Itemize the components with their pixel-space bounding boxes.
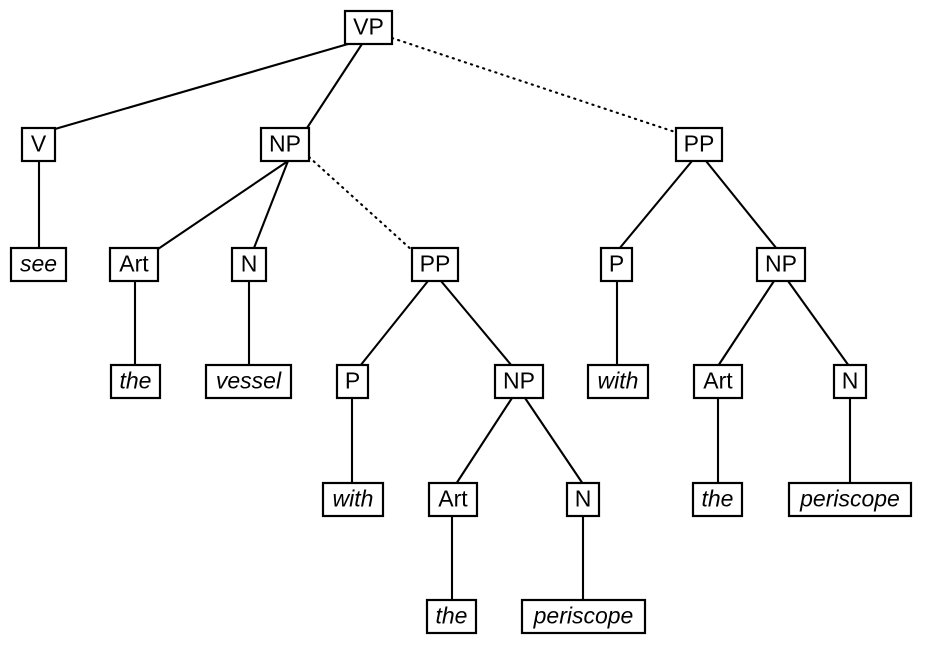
node-label-v: V (31, 131, 47, 157)
node-label-see: see (20, 251, 57, 277)
tree-node-pp_mid[interactable]: PP (410, 246, 460, 283)
tree-edge-np-right-art-right (717, 280, 775, 367)
node-box-the_m (425, 598, 478, 635)
tree-node-with_r[interactable]: with (586, 363, 650, 400)
tree-edge-np-right-n-right (787, 280, 850, 367)
node-label-vessel: vessel (216, 368, 282, 394)
tree-node-n_right[interactable]: N (832, 363, 868, 400)
tree-node-np1[interactable]: NP (259, 126, 311, 163)
node-box-np_mid (493, 363, 545, 400)
tree-node-peri_m[interactable]: periscope (520, 598, 647, 635)
node-label-n_right: N (842, 368, 859, 394)
node-box-p_right (599, 246, 634, 283)
tree-edge-vp-pp-right (390, 36, 680, 135)
node-label-the_m: the (436, 603, 468, 629)
tree-node-np_mid[interactable]: NP (493, 363, 545, 400)
tree-edge-np1-art1 (157, 160, 289, 250)
tree-edge-np1-n1 (253, 160, 289, 249)
tree-node-the_m[interactable]: the (425, 598, 478, 635)
node-label-with_r: with (598, 368, 639, 394)
node-box-art_right (692, 363, 744, 400)
node-box-the_r (691, 481, 744, 518)
node-label-vp: VP (353, 14, 384, 40)
tree-edge-np-mid-art-mid (455, 397, 513, 485)
node-label-np1: NP (269, 131, 301, 157)
node-box-art1 (108, 246, 160, 283)
node-box-vessel (204, 363, 293, 400)
node-box-peri_m (520, 598, 647, 635)
node-box-n_mid (565, 481, 601, 518)
tree-node-with_m[interactable]: with (321, 481, 385, 518)
tree-node-p_right[interactable]: P (599, 246, 634, 283)
node-box-with_m (321, 481, 385, 518)
tree-edge-pp-mid-np-mid (440, 280, 513, 367)
tree-node-the_r[interactable]: the (691, 481, 744, 518)
node-box-vp (343, 9, 394, 46)
node-box-np1 (259, 126, 311, 163)
tree-node-p_mid[interactable]: P (335, 363, 370, 400)
tree-node-n1[interactable]: N (230, 246, 268, 283)
node-box-see (9, 246, 68, 283)
edge-layer (37, 36, 852, 600)
node-label-art1: Art (119, 251, 149, 277)
node-label-art_mid: Art (438, 486, 468, 512)
tree-node-v[interactable]: V (20, 126, 57, 163)
node-box-pp_right (674, 126, 724, 163)
node-label-n_mid: N (575, 486, 592, 512)
node-label-pp_right: PP (684, 131, 715, 157)
node-box-np_right (755, 246, 807, 283)
node-box-n1 (230, 246, 268, 283)
tree-node-see[interactable]: see (9, 246, 68, 283)
tree-edge-pp-mid-p-mid (359, 280, 429, 367)
tree-node-peri_r[interactable]: periscope (787, 481, 913, 518)
node-label-with_m: with (333, 486, 374, 512)
tree-edge-np1-pp-mid (307, 155, 416, 254)
node-label-pp_mid: PP (420, 251, 451, 277)
node-label-n1: N (241, 251, 258, 277)
node-box-peri_r (787, 481, 913, 518)
tree-node-n_mid[interactable]: N (565, 481, 601, 518)
node-box-with_r (586, 363, 650, 400)
tree-node-np_right[interactable]: NP (755, 246, 807, 283)
tree-node-the1[interactable]: the (109, 363, 162, 400)
tree-edge-pp-right-p-right (618, 160, 693, 250)
node-label-np_right: NP (765, 251, 797, 277)
node-box-pp_mid (410, 246, 460, 283)
node-box-art_mid (427, 481, 479, 518)
tree-edge-vp-v (54, 42, 349, 131)
tree-node-art_mid[interactable]: Art (427, 481, 479, 518)
node-label-peri_m: periscope (533, 603, 634, 629)
tree-edge-vp-np1 (306, 43, 363, 129)
tree-node-vp[interactable]: VP (343, 9, 394, 46)
node-label-np_mid: NP (503, 368, 535, 394)
node-box-n_right (832, 363, 868, 400)
node-label-p_right: P (609, 251, 624, 277)
tree-edge-pp-right-np-right (705, 160, 778, 250)
node-box-p_mid (335, 363, 370, 400)
tree-edge-np-mid-n-mid (524, 397, 584, 485)
tree-node-art_right[interactable]: Art (692, 363, 744, 400)
node-label-art_right: Art (703, 368, 733, 394)
node-label-p_mid: P (345, 368, 360, 394)
node-box-v (20, 126, 57, 163)
node-label-the1: the (120, 368, 152, 394)
node-label-the_r: the (702, 486, 734, 512)
tree-node-vessel[interactable]: vessel (204, 363, 293, 400)
node-box-the1 (109, 363, 162, 400)
tree-node-pp_right[interactable]: PP (674, 126, 724, 163)
node-label-peri_r: periscope (799, 486, 900, 512)
tree-node-art1[interactable]: Art (108, 246, 160, 283)
